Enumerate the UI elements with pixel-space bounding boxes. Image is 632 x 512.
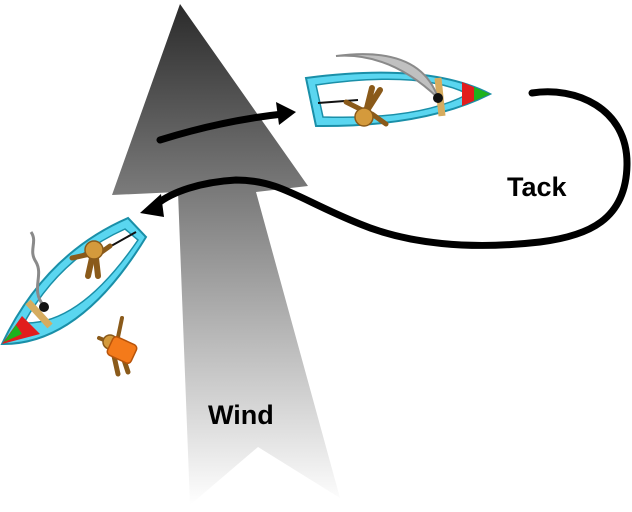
tack-label: Tack (507, 172, 568, 202)
tack-arrowhead (140, 194, 164, 217)
sail-icon (335, 53, 439, 99)
bow-green (474, 87, 490, 101)
thwart (25, 299, 53, 329)
mast-icon (433, 93, 443, 103)
mast-icon (39, 302, 49, 312)
person-icon (97, 316, 138, 377)
tack-path (153, 88, 631, 249)
sail-icon (29, 231, 46, 307)
sailor-icon (69, 240, 113, 279)
sailboat-after-tack (0, 216, 148, 346)
sailor-icon (343, 85, 389, 127)
course-arrow-before-tack (156, 110, 287, 144)
sailboat-before-tack (304, 53, 493, 128)
wind-arrow-icon (112, 4, 340, 505)
life-jacket-icon (106, 336, 138, 364)
tiller (317, 99, 359, 104)
wind-label: Wind (208, 400, 274, 430)
course-arrowhead-before-tack (276, 102, 296, 125)
bow-green (4, 325, 22, 342)
